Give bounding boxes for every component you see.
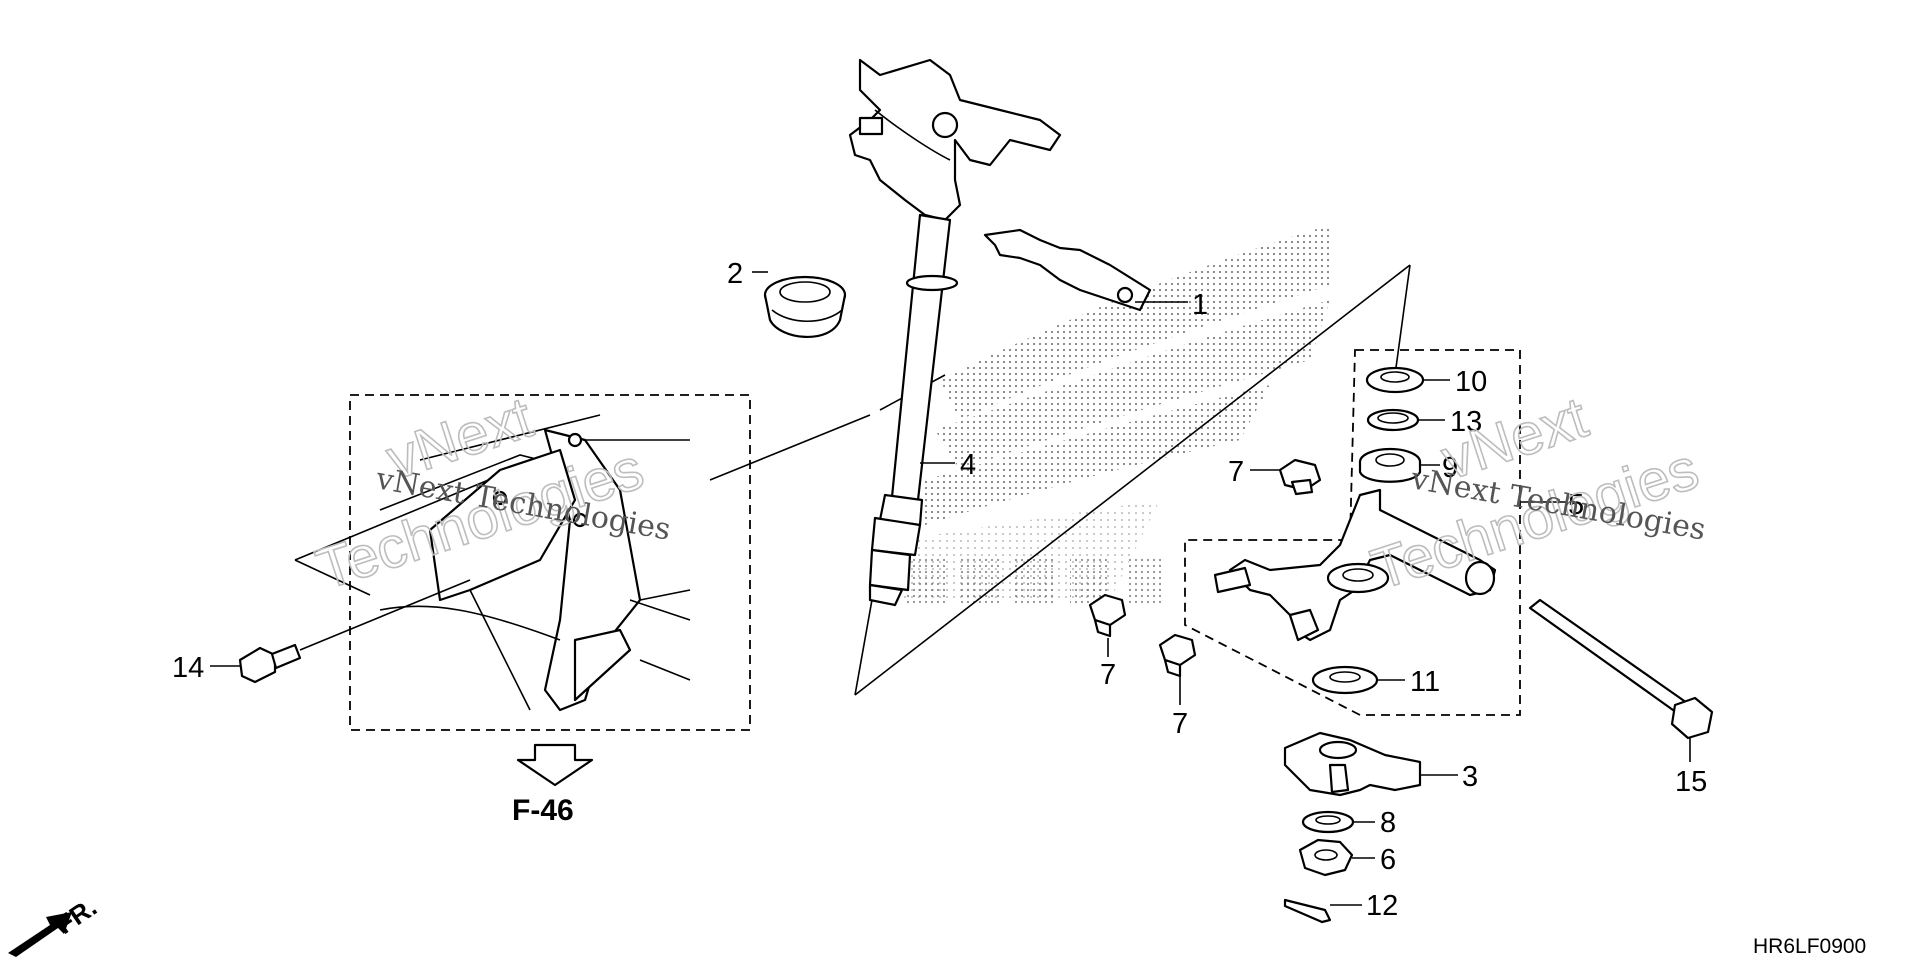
background-logo-pattern xyxy=(900,225,1330,603)
part-6-nut xyxy=(1298,838,1354,877)
callout-11: 11 xyxy=(1410,666,1440,698)
part-7-nut-a xyxy=(1278,458,1322,496)
reference-label: F-46 xyxy=(512,794,574,827)
part-2-grommet xyxy=(763,275,847,338)
part-15-long-bolt xyxy=(1528,598,1714,740)
callout-13: 13 xyxy=(1450,406,1482,438)
callout-4: 4 xyxy=(960,449,976,481)
front-label: FR. xyxy=(51,892,103,940)
steering-shaft xyxy=(848,58,1062,607)
callout-10: 10 xyxy=(1455,366,1487,398)
callout-7b: 7 xyxy=(1100,659,1116,691)
reference-arrow: F-46 xyxy=(512,743,594,827)
callout-9: 9 xyxy=(1442,452,1458,484)
callout-15: 15 xyxy=(1675,766,1707,798)
part-5-arm-group xyxy=(1184,349,1521,716)
callout-7a: 7 xyxy=(1228,456,1244,488)
callout-8: 8 xyxy=(1380,807,1396,839)
part-14-bolt xyxy=(238,643,302,684)
callout-5: 5 xyxy=(1568,489,1584,521)
frame-detail-inset xyxy=(294,394,871,731)
leader-lines xyxy=(210,271,1691,906)
callout-3: 3 xyxy=(1462,761,1478,793)
callout-labels: 1 2 3 4 5 6 7 7 7 8 9 10 11 12 13 14 15 xyxy=(172,258,1707,922)
callout-7c: 7 xyxy=(1172,708,1188,740)
diagram-code: HR6LF0900 xyxy=(1753,935,1866,958)
part-8-washer xyxy=(1301,810,1355,834)
callout-2: 2 xyxy=(727,258,743,290)
callout-12: 12 xyxy=(1366,890,1398,922)
part-7-nut-b xyxy=(1088,593,1127,638)
part-1-holder xyxy=(983,228,1152,312)
callout-1: 1 xyxy=(1192,289,1208,321)
part-7-nut-c xyxy=(1158,633,1197,678)
part-12-cotter-pin xyxy=(1283,898,1332,924)
part-3-knuckle xyxy=(1283,731,1422,797)
callout-6: 6 xyxy=(1380,844,1396,876)
callout-14: 14 xyxy=(172,652,204,684)
front-arrow: FR. xyxy=(8,892,102,957)
